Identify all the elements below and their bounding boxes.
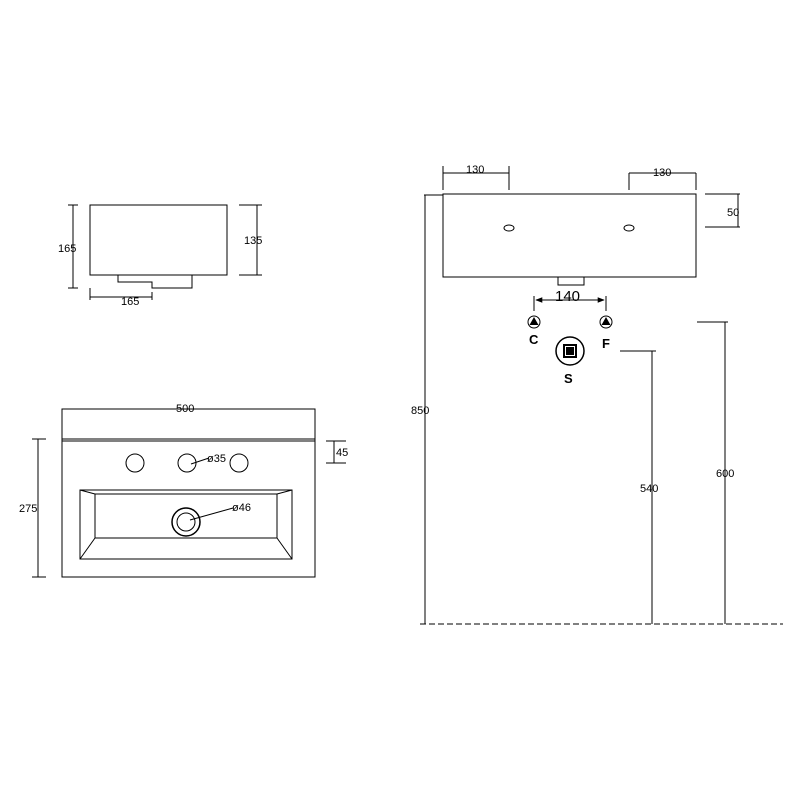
waste-spacing-label: 140 (555, 288, 580, 305)
waste-spigot (557, 276, 585, 286)
side-depth-label: 165 (121, 296, 139, 308)
basin-depth-label: 275 (19, 503, 37, 515)
waste-outlet-profile (117, 275, 193, 289)
tap-hole-front-right (623, 224, 635, 232)
tap-hole-center (177, 453, 197, 473)
waste-hole-inner (176, 512, 196, 532)
cold-supply-symbol (527, 315, 541, 329)
cold-supply-label: C (529, 332, 539, 347)
total-height-label: 850 (411, 405, 429, 417)
tap-hole-front-left (503, 224, 515, 232)
side-height-left-label: 165 (58, 243, 76, 255)
side-height-right-label: 135 (244, 235, 262, 247)
top-view: ø35 ø46 500 275 45 (19, 403, 348, 578)
hot-supply-symbol (599, 315, 613, 329)
basin-bowl-outer (79, 489, 293, 560)
basin-side-profile (89, 204, 228, 276)
basin-bowl-inner (94, 493, 278, 539)
rim-height-label: 50 (727, 207, 739, 219)
waste-outlet-label: S (564, 371, 573, 386)
waste-height-label: 540 (640, 483, 658, 495)
basin-top-outline (61, 408, 316, 578)
basin-front-outline (442, 193, 697, 278)
ledge-depth-label: 45 (336, 447, 348, 459)
waste-hole-dim-label: ø46 (232, 502, 251, 514)
tap-hole-right (229, 453, 249, 473)
waste-hole-outer (171, 507, 201, 537)
basin-width-label: 500 (176, 403, 194, 415)
tap-offset-right-label: 130 (653, 167, 671, 179)
tap-offset-left-label: 130 (466, 164, 484, 176)
hot-supply-label: F (602, 336, 610, 351)
side-view: 165 135 165 (58, 204, 262, 308)
waste-outlet-symbol (555, 336, 585, 366)
supply-height-label: 600 (716, 468, 734, 480)
tap-hole-dim-label: ø35 (207, 453, 226, 465)
tap-hole-left (125, 453, 145, 473)
front-view: 130 130 50 140 C F S (411, 164, 783, 625)
